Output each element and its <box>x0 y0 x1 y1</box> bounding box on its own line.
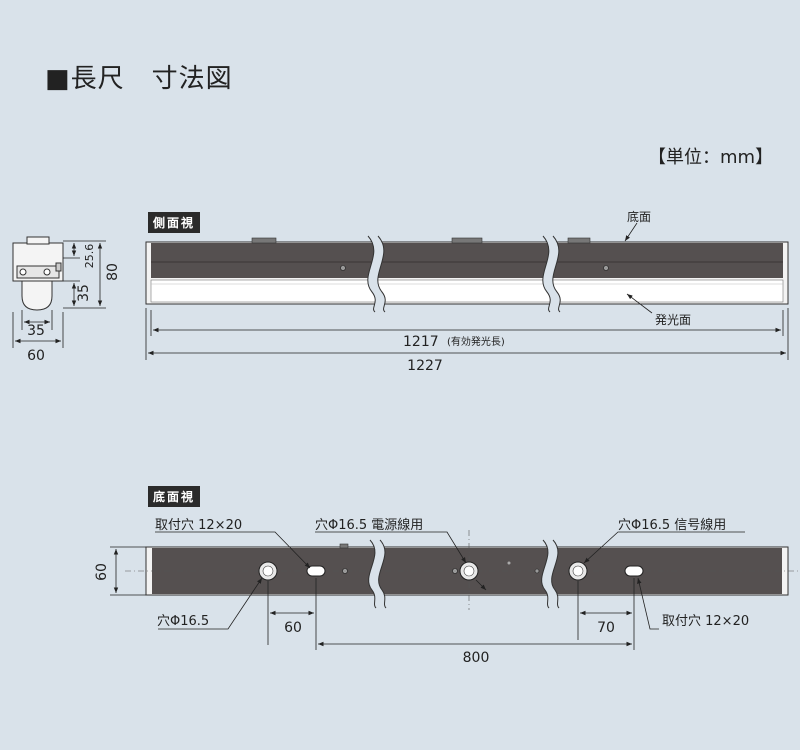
side-view-bar <box>145 235 789 313</box>
side-screw <box>603 265 609 271</box>
bottom-dim-right-offset: 70 <box>597 620 615 636</box>
mount-slot-right <box>624 565 644 577</box>
side-body <box>151 243 783 278</box>
side-light-face <box>150 279 784 303</box>
dim-effective-value: 1217 <box>403 334 439 350</box>
side-top-tab <box>451 237 483 244</box>
bottom-view-bar <box>125 530 800 610</box>
bottom-dim-left-offset: 60 <box>284 620 302 636</box>
light-face-leader <box>626 293 653 314</box>
dim-effective-note: (有効発光長) <box>447 335 505 348</box>
hole-left-label: 穴Φ16.5 <box>157 614 209 629</box>
dim-height-label: 80 <box>105 263 121 281</box>
side-view-dimensions <box>145 308 789 360</box>
profile-clip <box>55 262 62 272</box>
mount-right-label: 取付穴 12×20 <box>662 614 749 629</box>
bottom-dim-width-label: 60 <box>94 563 110 581</box>
profile-lens <box>21 280 53 311</box>
light-face-label: 発光面 <box>655 313 691 327</box>
end-view-dimensions <box>12 240 106 348</box>
hole-signal-label: 穴Φ16.5 信号線用 <box>618 517 726 533</box>
dim-outer-width-label: 60 <box>27 348 45 364</box>
break-gap <box>367 236 386 312</box>
side-top-tab <box>251 237 277 244</box>
bottom-face-leader <box>624 222 638 242</box>
bottom-view-dimensions <box>110 546 635 650</box>
dim-lower-label: 35 <box>76 284 92 302</box>
bottom-view-leaders <box>155 531 745 630</box>
side-top-tab <box>567 237 591 244</box>
side-view-tag: 側面視 <box>148 212 201 233</box>
mount-slot-left <box>306 565 326 577</box>
mount-left-label: 取付穴 12×20 <box>155 518 242 533</box>
bottom-dim-mount-span: 800 <box>463 650 490 666</box>
profile-top-tab <box>26 236 50 245</box>
profile-screw-right <box>43 268 51 276</box>
unit-label: 【単位：mm】 <box>648 147 774 168</box>
dim-upper-label: 25.6 <box>83 244 96 269</box>
profile-screw-left <box>19 268 27 276</box>
dim-inner-width-label: 35 <box>27 323 45 339</box>
end-view-profile <box>12 236 64 311</box>
page-title: ■長尺 寸法図 <box>45 64 233 94</box>
hole-power-label: 穴Φ16.5 電源線用 <box>315 517 423 533</box>
dim-total-label: 1227 <box>407 358 443 374</box>
bottom-face-label: 底面 <box>627 209 651 224</box>
bottom-view-tag: 底面視 <box>148 486 201 507</box>
break-gap <box>542 236 561 312</box>
side-screw <box>340 265 346 271</box>
